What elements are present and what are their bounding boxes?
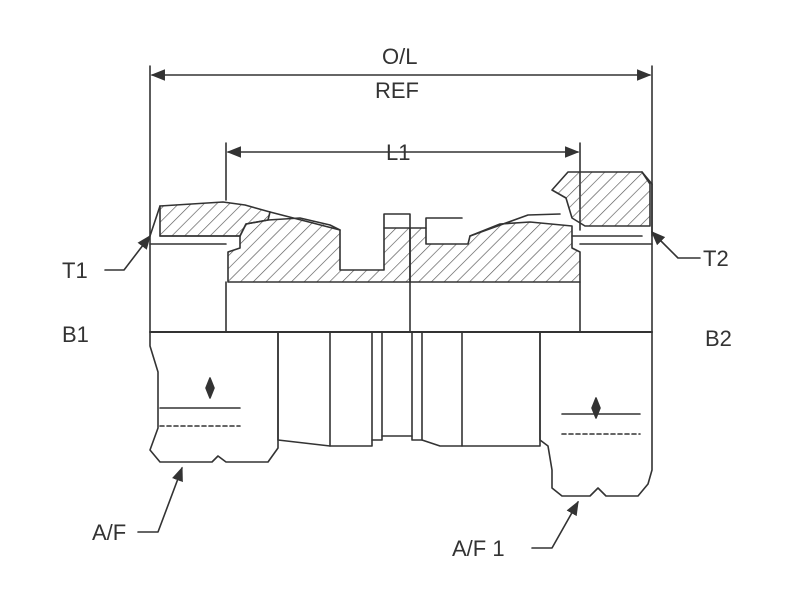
t2-label: T2 bbox=[703, 246, 729, 271]
overall-length-label: O/L bbox=[382, 44, 417, 69]
af-leader bbox=[137, 466, 183, 533]
center-ring bbox=[371, 331, 423, 441]
left-body-section bbox=[227, 217, 411, 283]
l1-label: L1 bbox=[386, 140, 410, 165]
t1-leader bbox=[104, 234, 151, 271]
right-nut-section bbox=[551, 171, 651, 227]
left-hex-nut bbox=[149, 331, 279, 463]
b2-label: B2 bbox=[705, 326, 732, 351]
af-label: A/F bbox=[92, 520, 126, 545]
right-body-section bbox=[409, 221, 581, 283]
section-view bbox=[149, 171, 653, 333]
b1-label: B1 bbox=[62, 322, 89, 347]
t1-label: T1 bbox=[62, 258, 88, 283]
exterior-view bbox=[149, 331, 653, 497]
af1-label: A/F 1 bbox=[452, 536, 505, 561]
t2-leader bbox=[650, 230, 701, 259]
reference-label: REF bbox=[375, 78, 419, 103]
right-hex-nut bbox=[539, 331, 653, 497]
af1-leader bbox=[531, 500, 579, 549]
